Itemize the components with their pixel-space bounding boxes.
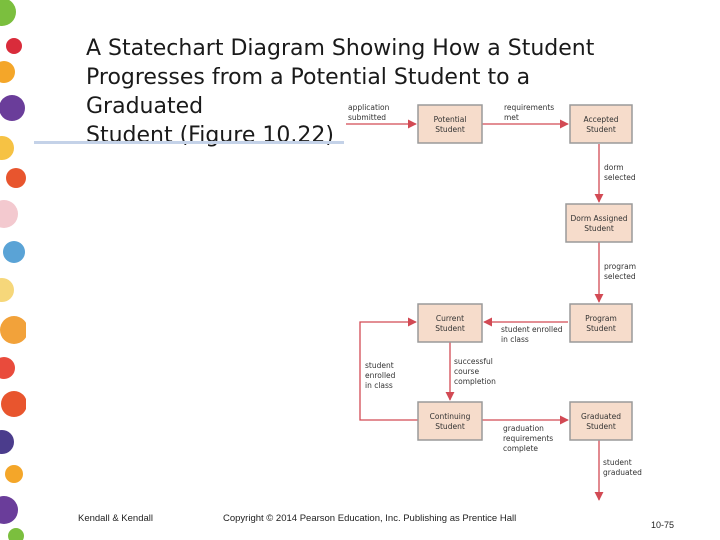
state-label: Graduated: [581, 412, 621, 421]
transition-label: requirements: [503, 434, 553, 443]
state-current-student: Current Student: [418, 304, 482, 342]
transition-label: application: [348, 103, 390, 112]
label-student-graduated: student graduated: [603, 458, 642, 477]
transition-label: submitted: [348, 113, 386, 122]
transition-label: student: [603, 458, 632, 467]
page-number: 10-75: [651, 520, 674, 530]
state-dorm-assigned-student: Dorm Assigned Student: [566, 204, 632, 242]
transition-label: selected: [604, 173, 636, 182]
state-potential-student: Potential Student: [418, 105, 482, 143]
state-label: Current: [436, 314, 464, 323]
label-student-enrolled-in-class: student enrolled in class: [501, 325, 563, 344]
state-label: Student: [435, 324, 465, 333]
state-continuing-student: Continuing Student: [418, 402, 482, 440]
state-label: Continuing: [430, 412, 471, 421]
transition-label: graduation: [503, 424, 544, 433]
transition-label: completion: [454, 377, 496, 386]
state-label: Dorm Assigned: [571, 214, 628, 223]
transition-label: student enrolled: [501, 325, 563, 334]
transition-label: met: [504, 113, 519, 122]
state-label: Potential: [434, 115, 467, 124]
label-student-enrolled-in-class-left: student enrolled in class: [365, 361, 396, 390]
transition-label: course: [454, 367, 479, 376]
transition-label: in class: [365, 381, 393, 390]
transition-label: requirements: [504, 103, 554, 112]
state-box: [418, 402, 482, 440]
label-successful-course-completion: successful course completion: [454, 357, 496, 386]
label-application-submitted: application submitted: [348, 103, 390, 122]
state-label: Accepted: [584, 115, 619, 124]
label-dorm-selected: dorm selected: [604, 163, 636, 182]
state-box: [566, 204, 632, 242]
state-program-student: Program Student: [570, 304, 632, 342]
state-label: Student: [586, 422, 616, 431]
transition-label: selected: [604, 272, 636, 281]
state-label: Student: [435, 125, 465, 134]
state-box: [418, 105, 482, 143]
transition-label: graduated: [603, 468, 642, 477]
state-label: Program: [585, 314, 617, 323]
state-box: [570, 304, 632, 342]
state-graduated-student: Graduated Student: [570, 402, 632, 440]
state-box: [418, 304, 482, 342]
state-box: [570, 105, 632, 143]
transition-label: student: [365, 361, 394, 370]
state-label: Student: [586, 324, 616, 333]
state-accepted-student: Accepted Student: [570, 105, 632, 143]
label-graduation-requirements-complete: graduation requirements complete: [503, 424, 553, 453]
transition-label: program: [604, 262, 636, 271]
state-label: Student: [586, 125, 616, 134]
transition-label: enrolled: [365, 371, 396, 380]
footer-authors: Kendall & Kendall: [78, 513, 153, 524]
label-requirements-met: requirements met: [504, 103, 554, 122]
transition-label: complete: [503, 444, 538, 453]
state-label: Student: [584, 224, 614, 233]
state-box: [570, 402, 632, 440]
state-label: Student: [435, 422, 465, 431]
transition-label: in class: [501, 335, 529, 344]
footer-copyright: Copyright © 2014 Pearson Education, Inc.…: [223, 513, 516, 524]
label-program-selected: program selected: [604, 262, 636, 281]
transition-label: dorm: [604, 163, 624, 172]
transition-label: successful: [454, 357, 493, 366]
